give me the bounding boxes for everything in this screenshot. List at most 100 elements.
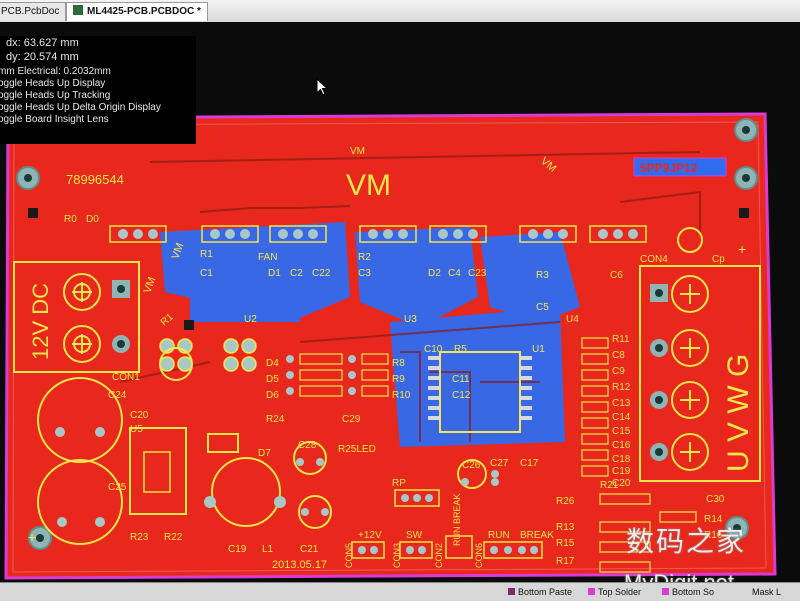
svg-text:R5: R5 — [454, 344, 467, 355]
vm-rotated-label: VM — [170, 241, 187, 261]
svg-text:C20: C20 — [612, 478, 631, 489]
svg-text:C24: C24 — [108, 390, 127, 401]
svg-text:D7: D7 — [258, 448, 271, 459]
svg-text:RUN: RUN — [488, 530, 510, 541]
svg-text:+12V: +12V — [358, 530, 382, 541]
capacitor-column — [581, 337, 609, 477]
svg-text:L1: L1 — [262, 544, 274, 555]
hud-toggle-delta[interactable]: oggle Heads Up Delta Origin Display — [0, 102, 161, 113]
polarity-marks: + + — [28, 241, 746, 545]
board-tag: 5PP9JP12 — [640, 161, 698, 175]
svg-text:R12: R12 — [612, 382, 631, 393]
svg-text:C9: C9 — [612, 366, 625, 377]
tab-label: PCB.PcbDoc — [1, 6, 60, 17]
svg-text:CON6: CON6 — [474, 543, 484, 568]
svg-text:C3: C3 — [358, 268, 371, 279]
svg-text:RUN BREAK: RUN BREAK — [452, 493, 462, 546]
copper-traces — [119, 151, 701, 442]
heads-up-display: dx: 63.627 mm dy: 20.574 mm mm Electrica… — [0, 36, 196, 144]
svg-text:C19: C19 — [612, 466, 631, 477]
mouse-pointer-icon — [316, 78, 329, 96]
svg-text:R9: R9 — [392, 374, 405, 385]
svg-text:R15: R15 — [556, 538, 575, 549]
solder-mask-regions — [160, 222, 580, 447]
svg-text:R17: R17 — [556, 556, 575, 567]
svg-text:FAN: FAN — [258, 252, 277, 263]
svg-text:C2: C2 — [290, 268, 303, 279]
svg-text:C21: C21 — [300, 544, 319, 555]
svg-text:BREAK: BREAK — [520, 530, 554, 541]
svg-text:C12: C12 — [452, 390, 471, 401]
svg-text:C25: C25 — [108, 482, 127, 493]
output-terminal-outline — [639, 265, 761, 482]
tab-pcb-pcbdoc[interactable]: PCB.PcbDoc — [0, 2, 67, 21]
hud-toggle-tracking[interactable]: oggle Heads Up Tracking — [0, 90, 111, 101]
layer-tab-bottom-solder[interactable]: Bottom So — [662, 586, 714, 599]
input-label-12v-dc: 12V DC — [28, 283, 53, 360]
diode-pads — [286, 355, 356, 395]
svg-text:R2: R2 — [358, 252, 371, 263]
svg-text:R22: R22 — [164, 532, 183, 543]
capacitor-pads — [55, 427, 329, 527]
label-cp: Cp — [712, 254, 725, 265]
layer-color-swatch — [508, 588, 515, 595]
svg-text:R21: R21 — [600, 480, 619, 491]
tab-label: ML4425-PCB.PCBDOC * — [87, 6, 201, 17]
resistor-rows — [299, 353, 389, 397]
output-screw-terminals — [650, 275, 709, 471]
svg-text:C10: C10 — [424, 344, 443, 355]
svg-text:R26: R26 — [556, 496, 575, 507]
resistors-bottom-right — [599, 493, 697, 573]
svg-text:D2: D2 — [428, 268, 441, 279]
svg-text:C4: C4 — [448, 268, 461, 279]
svg-text:+: + — [738, 241, 746, 257]
label-con1: CON1 — [112, 372, 140, 383]
svg-text:U1: U1 — [532, 344, 545, 355]
part-number-label: 78996544 — [66, 172, 124, 187]
svg-text:C19: C19 — [228, 544, 247, 555]
svg-text:R24: R24 — [266, 414, 285, 425]
svg-text:C17: C17 — [520, 458, 539, 469]
layer-tab-label: Bottom Paste — [518, 587, 573, 597]
mounting-holes — [16, 118, 758, 550]
svg-text:D5: D5 — [266, 374, 279, 385]
svg-text:R13: R13 — [556, 522, 575, 533]
svg-text:+: + — [28, 529, 36, 545]
svg-text:R10: R10 — [392, 390, 411, 401]
ic-u1-outline — [439, 351, 521, 433]
svg-text:C22: C22 — [312, 268, 331, 279]
layer-tab-label: Bottom So — [672, 587, 715, 597]
svg-text:R1: R1 — [200, 249, 213, 260]
hud-toggle-display[interactable]: oggle Heads Up Display — [0, 78, 106, 89]
svg-text:R23: R23 — [130, 532, 149, 543]
layer-tab-label: Mask L — [752, 587, 782, 597]
layer-tab-bottom-paste[interactable]: Bottom Paste — [508, 586, 572, 599]
svg-text:C23: C23 — [468, 268, 487, 279]
pcb-board-view: 78996544 VM VM VM VM VM 5PP9JP12 12V DC … — [4, 112, 777, 580]
svg-text:C29: C29 — [342, 414, 361, 425]
input-terminal-outline — [13, 261, 140, 373]
svg-text:C18: C18 — [612, 454, 631, 465]
hud-electrical: mm Electrical: 0.2032mm — [0, 66, 111, 77]
layer-tab-top-solder[interactable]: Top Solder — [588, 586, 641, 599]
ic-u1-pads — [428, 356, 532, 420]
vm-rotated-label: VM — [142, 275, 159, 295]
svg-text:R3: R3 — [536, 270, 549, 281]
pcb-doc-icon — [73, 5, 83, 15]
svg-text:C26: C26 — [462, 460, 481, 471]
svg-text:C6: C6 — [610, 270, 623, 281]
pcb-editor-canvas[interactable]: dx: 63.627 mm dy: 20.574 mm mm Electrica… — [0, 22, 800, 582]
svg-text:C30: C30 — [706, 494, 725, 505]
layer-tab-mask[interactable]: Mask L — [752, 586, 781, 599]
board-date: 2013.05.17 — [272, 559, 327, 571]
svg-text:R8: R8 — [392, 358, 405, 369]
svg-text:U2: U2 — [244, 314, 257, 325]
svg-text:C20: C20 — [130, 410, 149, 421]
bottom-connectors — [351, 489, 543, 559]
tab-ml4425-pcbdoc[interactable]: ML4425-PCB.PCBDOC * — [66, 2, 208, 21]
svg-text:CON5: CON5 — [344, 543, 354, 568]
svg-text:R16: R16 — [704, 530, 723, 541]
component-labels: R0 D0 R1 C1 D1 C2 C22 FAN U2 R2 C3 D2 C4… — [64, 214, 725, 571]
hud-toggle-lens[interactable]: oggle Board Insight Lens — [0, 114, 109, 125]
capacitor-cp-outline — [677, 227, 703, 253]
